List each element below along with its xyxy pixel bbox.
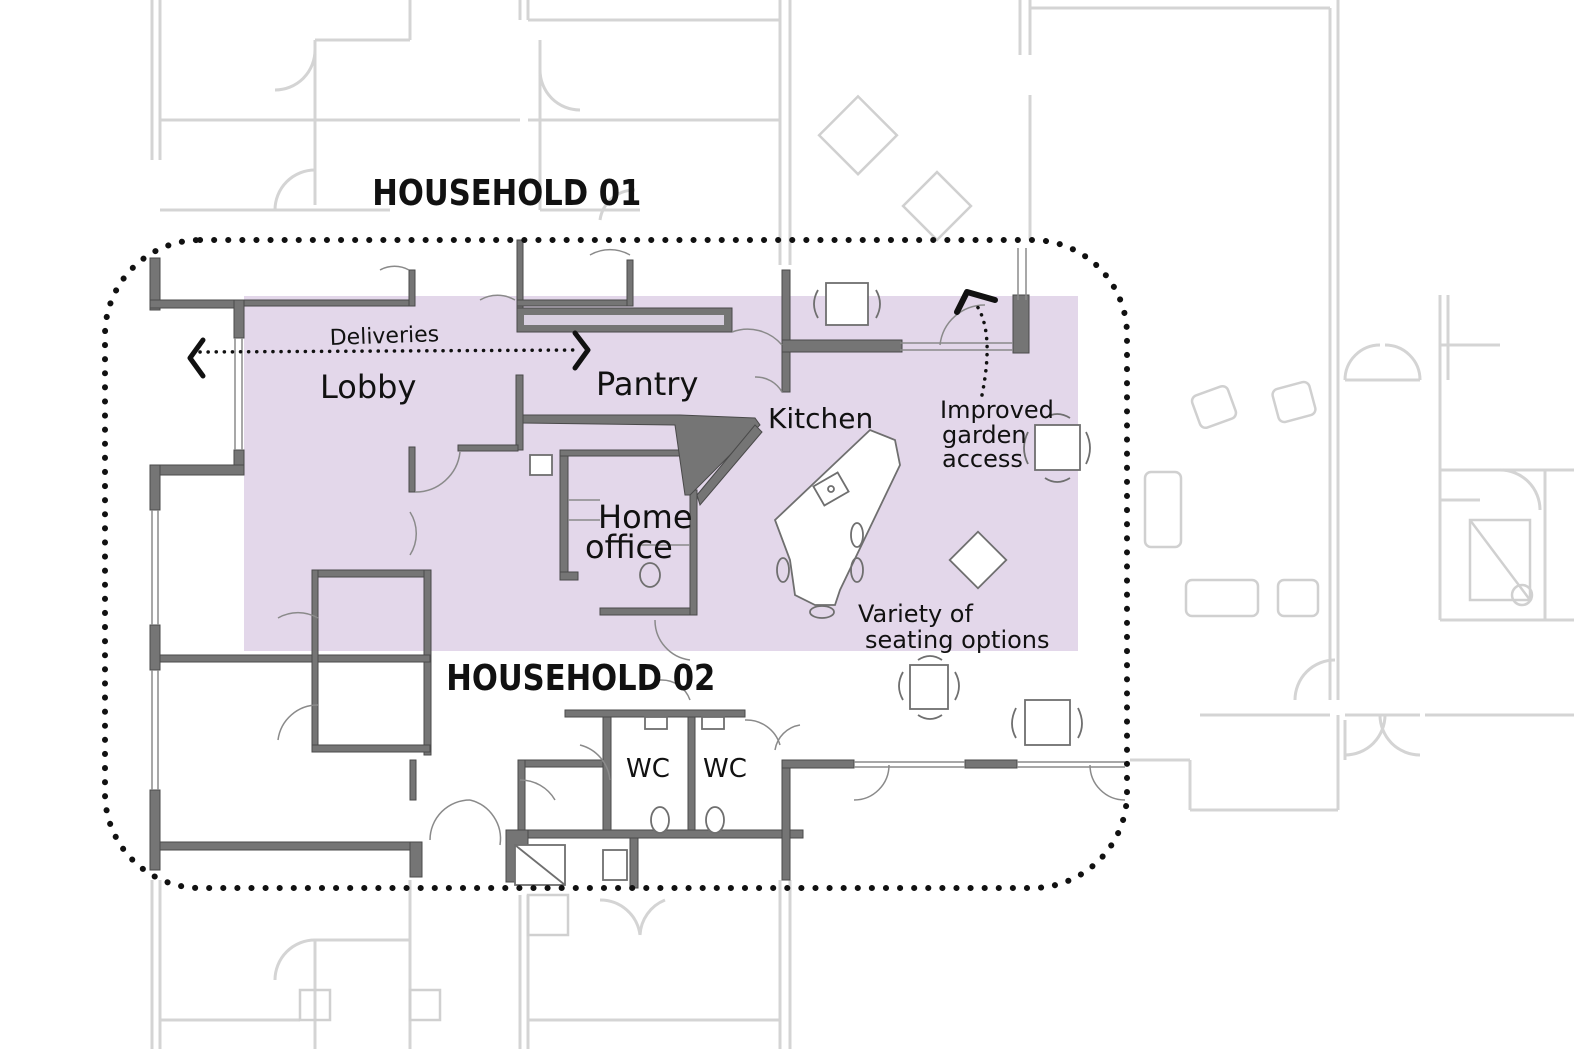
furniture [514,282,1091,886]
arrowhead-left-icon [187,337,206,379]
seating-label-line1: Variety of [858,600,973,628]
lobby-label: Lobby [320,368,416,406]
kitchen-label: Kitchen [768,402,873,435]
background-plan-lines [150,0,1574,1049]
labels: HOUSEHOLD 01 HOUSEHOLD 02 Deliveries Lob… [320,172,1054,784]
household-boundary [102,237,1130,891]
wc-right-label: WC [703,754,747,784]
table [1024,699,1071,746]
pantry-label: Pantry [596,365,698,403]
garden-access-arrow [954,289,998,397]
home-office-label-line2: office [585,528,673,566]
arrowhead-right-icon [572,330,591,371]
kitchen-island [773,428,901,606]
garden-label-line1: Improved [940,396,1054,424]
thin-plan-lines [151,248,1125,790]
table [948,530,1008,590]
deliveries-label: Deliveries [329,322,439,351]
garden-label-line3: access [942,445,1023,473]
garden-label-line2: garden [942,421,1027,449]
door-swings [277,248,1126,846]
table [1034,424,1081,471]
table [909,664,949,710]
household-01-label: HOUSEHOLD 01 [372,172,641,214]
wc-left-label: WC [626,754,670,784]
focus-area-highlight [244,296,1078,651]
lounge-furniture [298,94,1534,1022]
arrowhead-up-icon [954,289,998,315]
household-02-label: HOUSEHOLD 02 [446,657,715,699]
home-office-label-line1: Home [598,498,693,536]
dark-walls [149,239,1030,889]
deliveries-arrow [187,330,591,379]
seating-label-line2: seating options [865,626,1050,654]
table [825,282,869,326]
